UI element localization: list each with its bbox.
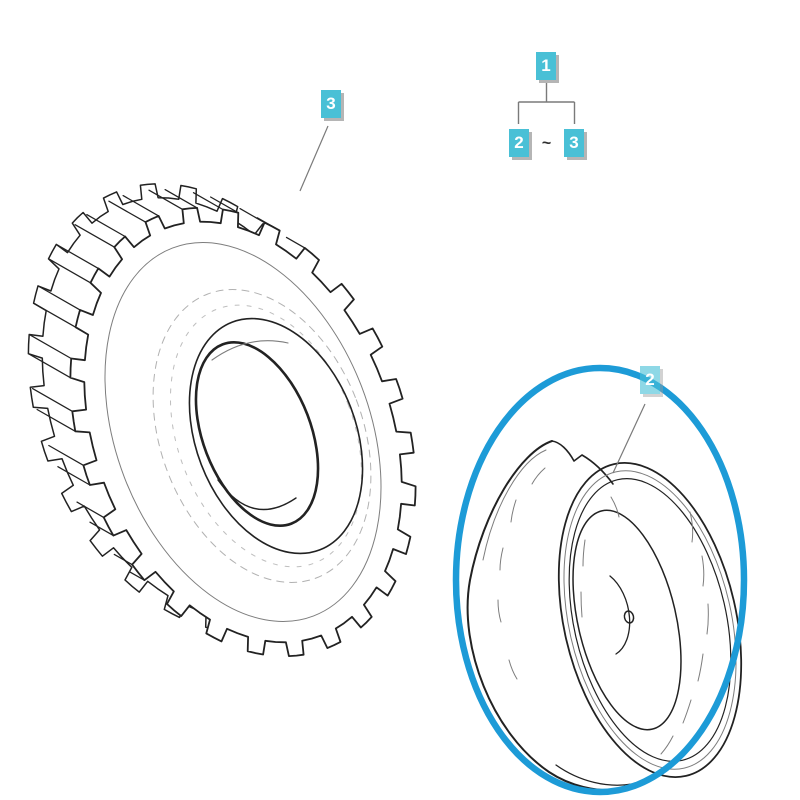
rim-face-inner-flange: [568, 478, 732, 762]
rim-hub-arc: [609, 575, 631, 655]
rim-hatch-strokes: [497, 467, 709, 755]
rim-callout-leader: [612, 403, 646, 474]
legend-callout-2[interactable]: 2: [509, 129, 529, 157]
legend-callout-1[interactable]: 1: [536, 52, 556, 80]
bead-inner-shade: [217, 479, 297, 511]
valve-hole: [623, 610, 635, 624]
sidewall-shading-arc: [152, 289, 372, 583]
highlight-ellipse: [452, 364, 748, 796]
rim-face-lip-line: [563, 470, 737, 770]
rim-bottom-lip: [555, 764, 633, 786]
leader-lines: [299, 125, 646, 474]
bead-top-shade: [211, 340, 289, 361]
rim-barrel-inner-line: [482, 449, 547, 561]
rim-callout-2[interactable]: 2: [640, 366, 660, 394]
tire-drawing: [27, 183, 417, 657]
tire-callout-3[interactable]: 3: [321, 90, 341, 118]
tire-shoulder-line: [104, 242, 382, 622]
tire-callout-leader: [299, 125, 329, 192]
tilde-separator: ~: [541, 135, 552, 152]
tire-bead-inner: [194, 341, 320, 527]
sidewall-shading-arc: [169, 304, 363, 568]
legend-callout-3[interactable]: 3: [564, 129, 584, 157]
legend-connector-lines: [517, 80, 576, 124]
rim-well-edge: [572, 509, 682, 731]
tire-bead-outer: [188, 317, 364, 555]
rim-drawing: [466, 440, 743, 792]
rim-top-seam: [551, 440, 614, 485]
legend-bracket: [517, 80, 576, 124]
rim-face-outer-flange: [557, 462, 743, 778]
tire-sidewall-details: [104, 242, 382, 622]
rim-barrel-outline: [466, 440, 621, 792]
